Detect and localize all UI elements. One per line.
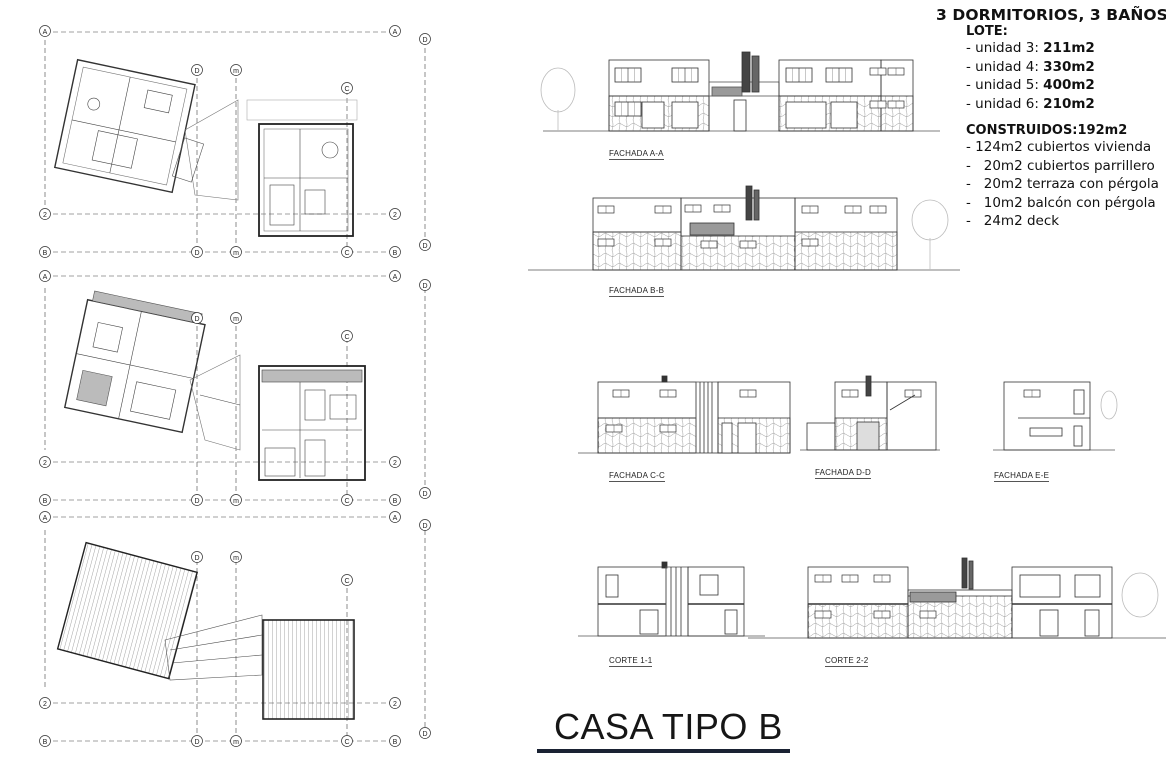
lote-item: - unidad 5: 400m2 (966, 77, 1095, 93)
svg-text:D: D (422, 283, 427, 290)
construidos-heading: CONSTRUIDOS:192m2 (966, 123, 1128, 138)
info-title: 3 DORMITORIOS, 3 BAÑOS (936, 6, 1166, 24)
label-fachada-cc: FACHADA C-C (609, 471, 665, 482)
svg-text:B: B (43, 250, 48, 257)
elevation-fachada-dd (800, 375, 940, 451)
lote-item: - unidad 6: 210m2 (966, 95, 1095, 112)
section-corte-11 (578, 561, 765, 637)
svg-text:A: A (43, 515, 48, 522)
construidos-item: - 10m2 balcón con pérgola (966, 194, 1156, 211)
plan-roof (44, 516, 426, 742)
label-fachada-ee: FACHADA E-E (994, 471, 1050, 482)
svg-text:A: A (43, 29, 48, 36)
svg-text:A: A (393, 29, 398, 36)
elevation-fachada-bb (528, 185, 960, 271)
lote-item: - unidad 3: 211m2 (966, 40, 1095, 56)
svg-text:B: B (43, 739, 48, 746)
elevation-fachada-cc (578, 375, 791, 454)
grid-marker-a (39, 25, 51, 37)
svg-text:B: B (43, 498, 48, 505)
svg-text:C: C (344, 334, 349, 341)
svg-text:m: m (233, 555, 239, 562)
svg-text:D: D (422, 243, 427, 250)
svg-text:A: A (393, 274, 398, 281)
elevation-fachada-aa (540, 51, 940, 132)
svg-text:D: D (422, 491, 427, 498)
svg-text:C: C (344, 578, 349, 585)
svg-text:B: B (393, 250, 398, 257)
label-fachada-dd: FACHADA D-D (815, 468, 871, 479)
sheet-caption: CASA TIPO B (554, 706, 783, 747)
svg-text:D: D (194, 250, 199, 257)
svg-text:C: C (344, 250, 349, 257)
lote-heading: LOTE: (966, 24, 1008, 39)
label-fachada-aa: FACHADA A-A (609, 149, 664, 160)
construidos-item: - 20m2 cubiertos parrillero (966, 157, 1155, 174)
svg-text:C: C (344, 739, 349, 746)
svg-text:B: B (393, 739, 398, 746)
label-fachada-bb: FACHADA B-B (609, 286, 665, 297)
svg-text:m: m (233, 250, 239, 257)
svg-text:C: C (344, 86, 349, 93)
svg-text:D: D (194, 498, 199, 505)
svg-text:2: 2 (393, 701, 397, 708)
label-corte-11: CORTE 1-1 (609, 656, 653, 667)
svg-text:D: D (194, 739, 199, 746)
svg-text:D: D (194, 555, 199, 562)
lote-item: - unidad 4: 330m2 (966, 58, 1095, 75)
svg-text:A: A (393, 515, 398, 522)
svg-text:2: 2 (43, 460, 47, 467)
plan-ground-floor (44, 31, 426, 253)
svg-text:m: m (233, 68, 239, 75)
svg-text:A: A (43, 274, 48, 281)
elevation-fachada-ee (993, 381, 1118, 451)
construidos-item: - 124m2 cubiertos vivienda (966, 139, 1152, 155)
svg-text:D: D (422, 523, 427, 530)
svg-text:2: 2 (393, 460, 397, 467)
construidos-item: - 24m2 deck (966, 213, 1060, 229)
construidos-item: - 20m2 terraza con pérgola (966, 176, 1159, 192)
svg-text:2: 2 (43, 701, 47, 708)
svg-text:2: 2 (43, 212, 47, 219)
svg-text:m: m (233, 739, 239, 746)
svg-text:m: m (233, 316, 239, 323)
label-corte-22: CORTE 2-2 (825, 656, 869, 667)
svg-text:C: C (344, 498, 349, 505)
svg-text:m: m (233, 498, 239, 505)
section-corte-22 (748, 557, 1166, 639)
svg-text:D: D (194, 68, 199, 75)
grid-markers (39, 25, 431, 747)
caption-underline (537, 749, 790, 753)
svg-text:D: D (194, 316, 199, 323)
svg-text:B: B (393, 498, 398, 505)
svg-text:D: D (422, 731, 427, 738)
plan-upper-floor (44, 275, 426, 501)
info-panel: 3 DORMITORIOS, 3 BAÑOS LOTE: - unidad 3:… (936, 6, 1166, 231)
svg-text:D: D (422, 37, 427, 44)
svg-text:2: 2 (393, 212, 397, 219)
